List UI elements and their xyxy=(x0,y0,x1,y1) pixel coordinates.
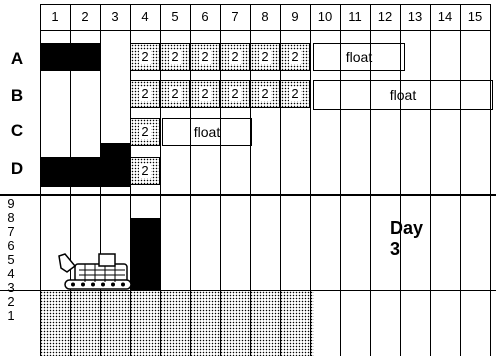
row-label-c: C xyxy=(0,117,34,145)
column-header: 1 xyxy=(40,3,70,29)
row-label-d: D xyxy=(0,155,34,183)
row-c-float-box: float xyxy=(162,118,252,146)
grid-line xyxy=(430,4,431,356)
duration-cell: 2 xyxy=(220,43,250,71)
column-header: 4 xyxy=(130,3,160,29)
y-axis-label: 5 xyxy=(0,253,22,267)
grid-line xyxy=(190,4,191,356)
grid-line xyxy=(40,4,491,5)
grid-line xyxy=(160,4,161,356)
grid-line xyxy=(70,4,71,356)
grid-line xyxy=(280,4,281,356)
column-header: 15 xyxy=(460,3,490,29)
row-d-duration-cell: 2 xyxy=(130,157,160,185)
day-label: Day 3 xyxy=(390,218,423,260)
column-header: 8 xyxy=(250,3,280,29)
duration-cell: 2 xyxy=(220,80,250,108)
grid-line xyxy=(100,4,101,356)
y-axis-label: 6 xyxy=(0,239,22,253)
duration-cell: 2 xyxy=(280,80,310,108)
grid-line xyxy=(460,4,461,356)
y-axis-label: 8 xyxy=(0,211,22,225)
duration-cell: 2 xyxy=(160,80,190,108)
column-header: 9 xyxy=(280,3,310,29)
duration-cell: 2 xyxy=(250,80,280,108)
y-axis-label: 7 xyxy=(0,225,22,239)
row-label-b: B xyxy=(0,82,34,110)
column-header: 5 xyxy=(160,3,190,29)
y-axis-label: 3 xyxy=(0,281,22,295)
column-header: 7 xyxy=(220,3,250,29)
column-header: 14 xyxy=(430,3,460,29)
row-c-duration-cell: 2 xyxy=(130,118,160,146)
excavator-icon xyxy=(55,246,135,292)
y-axis-label: 2 xyxy=(0,295,22,309)
grid-line xyxy=(400,4,401,356)
column-header: 11 xyxy=(340,3,370,29)
row-d-completed-bar xyxy=(40,157,130,187)
y-axis-label: 4 xyxy=(0,267,22,281)
ground-fill xyxy=(40,291,314,356)
column-header: 3 xyxy=(100,3,130,29)
duration-cell: 2 xyxy=(280,43,310,71)
grid-line xyxy=(490,4,491,356)
duration-cell: 2 xyxy=(130,43,160,71)
y-axis-label: 1 xyxy=(0,309,22,323)
grid-line xyxy=(340,4,341,356)
grid-line xyxy=(40,30,491,31)
section-divider xyxy=(0,194,496,196)
grid-line xyxy=(130,4,131,356)
column-header: 12 xyxy=(370,3,400,29)
duration-cell: 2 xyxy=(130,80,160,108)
row-label-a: A xyxy=(0,45,34,73)
grid-line xyxy=(250,4,251,356)
column-header: 2 xyxy=(70,3,100,29)
duration-cell: 2 xyxy=(190,80,220,108)
y-axis-label: 9 xyxy=(0,197,22,211)
row-a-float-box: float xyxy=(313,43,405,71)
duration-cell: 2 xyxy=(160,43,190,71)
grid-line xyxy=(220,4,221,356)
duration-cell: 2 xyxy=(190,43,220,71)
column-header: 13 xyxy=(400,3,430,29)
grid-line xyxy=(310,4,311,356)
grid-line xyxy=(370,4,371,356)
grid-line xyxy=(40,4,41,356)
column-header: 10 xyxy=(310,3,340,29)
duration-cell: 2 xyxy=(250,43,280,71)
column-header: 6 xyxy=(190,3,220,29)
